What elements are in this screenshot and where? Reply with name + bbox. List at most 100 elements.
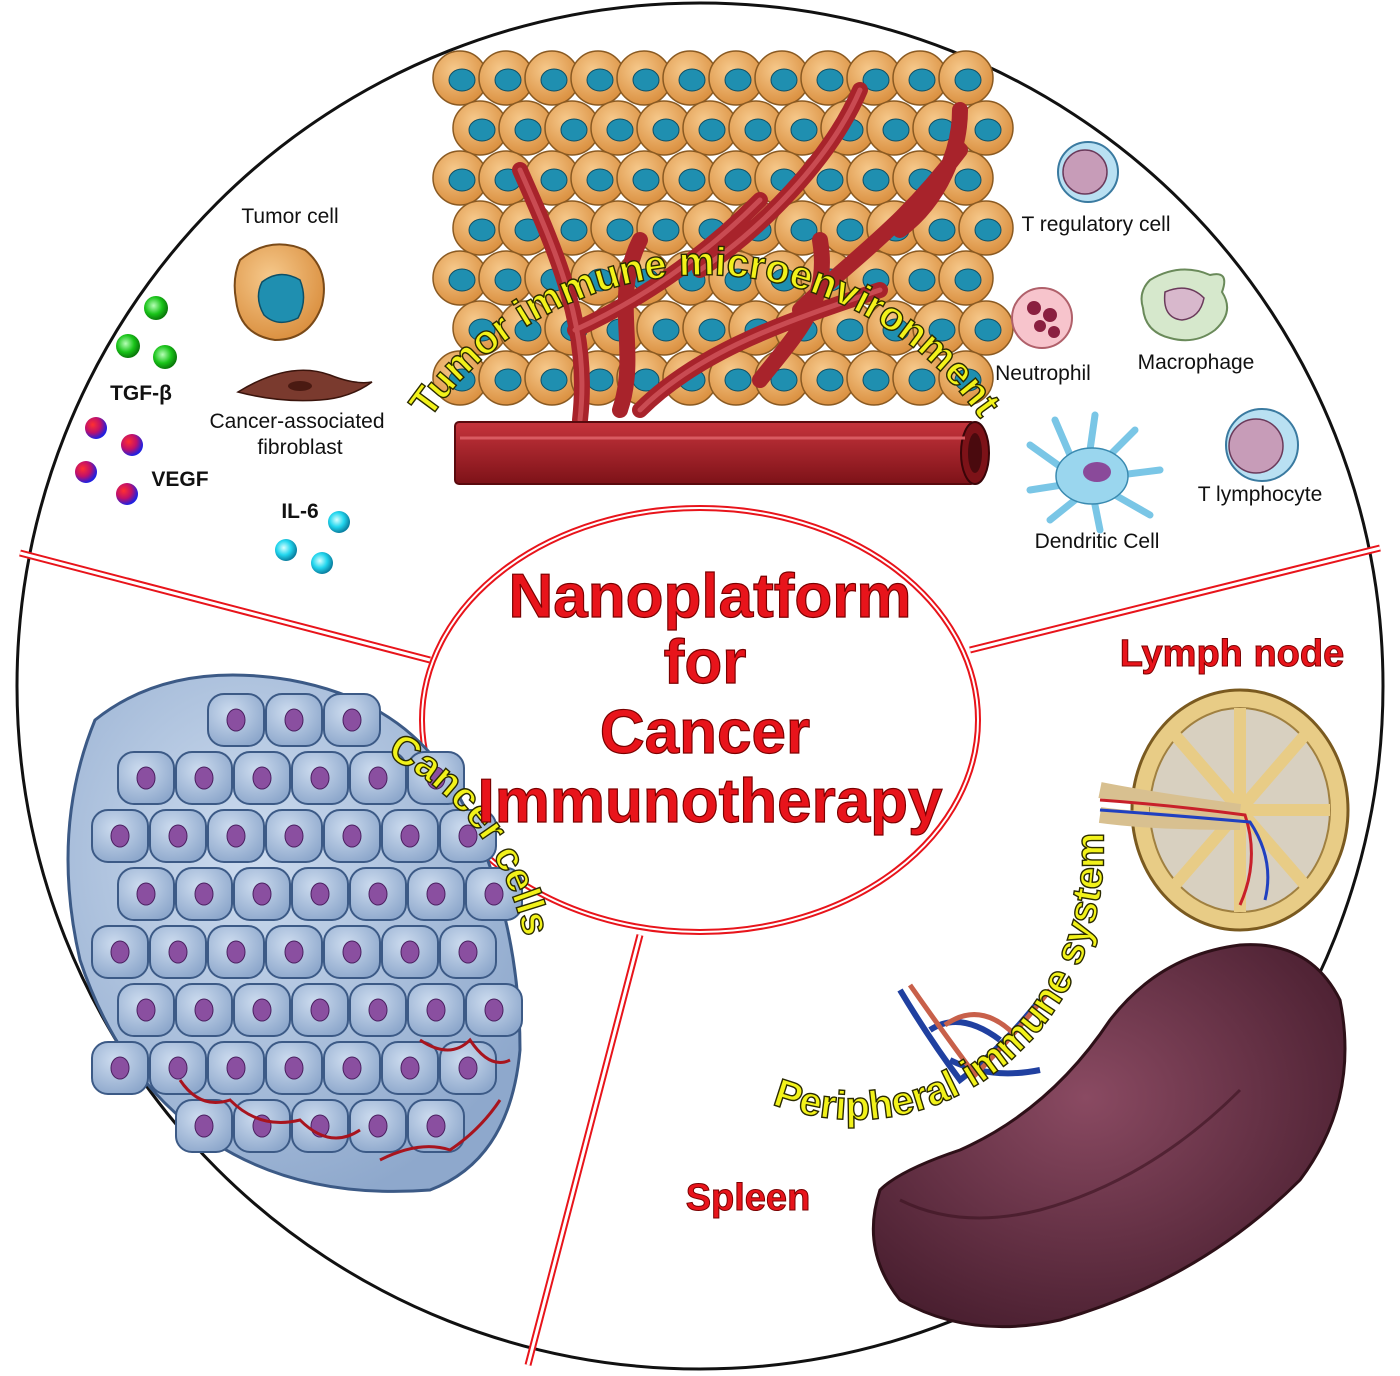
- cancer-cell-nucleus: [110, 824, 130, 848]
- tumor-cell-nucleus: [954, 68, 982, 92]
- tumor-cell-nucleus: [836, 218, 864, 242]
- tumor-cell-nucleus: [908, 368, 936, 392]
- t-lymphocyte-icon: [1225, 408, 1299, 482]
- cancer-cell-nucleus: [400, 940, 420, 964]
- tumor-cell-nucleus: [560, 118, 588, 142]
- cancer-cell-nucleus: [310, 998, 330, 1022]
- cancer-cell-nucleus: [252, 998, 272, 1022]
- cancer-cell-nucleus: [168, 940, 188, 964]
- cancer-cell-nucleus: [458, 824, 478, 848]
- label-caf-line2: fibroblast: [257, 436, 342, 459]
- label-neutrophil: Neutrophil: [995, 362, 1091, 385]
- cancer-cell-nucleus: [400, 1056, 420, 1080]
- cancer-cell-nucleus: [342, 708, 362, 732]
- tumor-cell-nucleus: [928, 218, 956, 242]
- tumor-cell-nucleus: [678, 68, 706, 92]
- tumor-cell-nucleus: [514, 318, 542, 342]
- cancer-cell-nucleus: [368, 766, 388, 790]
- tumor-cell-nucleus: [468, 118, 496, 142]
- tumor-cell-nucleus: [724, 168, 752, 192]
- tumor-cell-nucleus: [448, 168, 476, 192]
- neutrophil-icon: [1011, 287, 1073, 349]
- cancer-cell-nucleus: [342, 1056, 362, 1080]
- tumor-cell-nucleus: [606, 118, 634, 142]
- cancer-cell-nucleus: [194, 998, 214, 1022]
- tumor-cell-nucleus: [862, 68, 890, 92]
- tumor-cell-nucleus: [652, 218, 680, 242]
- cancer-cell-nucleus: [400, 824, 420, 848]
- tumor-cell-nucleus: [560, 218, 588, 242]
- cancer-cell-nucleus: [368, 882, 388, 906]
- cancer-cell-nucleus: [226, 1056, 246, 1080]
- tgf-beta-molecules: [116, 296, 177, 369]
- tumor-cell-nucleus: [862, 368, 890, 392]
- tumor-cell-nucleus: [724, 268, 752, 292]
- cancer-cell-nucleus: [284, 1056, 304, 1080]
- cancer-cells-illustration: [66, 673, 523, 1193]
- tumor-cell-nucleus: [698, 318, 726, 342]
- label-vegf: VEGF: [151, 468, 208, 491]
- tumor-cell-nucleus: [790, 218, 818, 242]
- cancer-cell-nucleus: [310, 766, 330, 790]
- cancer-cell-nucleus: [310, 882, 330, 906]
- cancer-cell-nucleus: [426, 766, 446, 790]
- tumor-cell-nucleus: [468, 218, 496, 242]
- tumor-cell-nucleus: [770, 368, 798, 392]
- tumor-cell-nucleus: [494, 68, 522, 92]
- cancer-cell-nucleus: [284, 940, 304, 964]
- tumor-cell-nucleus: [862, 168, 890, 192]
- tumor-cell-nucleus: [882, 318, 910, 342]
- label-tumor-cell: Tumor cell: [241, 205, 338, 228]
- label-tgf-beta: TGF-β: [110, 382, 172, 405]
- tumor-cell-nucleus: [954, 168, 982, 192]
- label-lymph-node: Lymph node: [1120, 633, 1344, 675]
- cancer-cell-nucleus: [194, 766, 214, 790]
- lymph-node-illustration: [1098, 688, 1350, 932]
- cancer-cell-nucleus: [110, 940, 130, 964]
- tumor-cell-nucleus: [954, 368, 982, 392]
- tumor-cell-nucleus: [494, 368, 522, 392]
- vegf-molecules: [75, 417, 143, 505]
- tumor-cell-nucleus: [974, 218, 1002, 242]
- cancer-cell-nucleus: [426, 882, 446, 906]
- label-caf-line1: Cancer-associated: [209, 410, 384, 433]
- tumor-cell-nucleus: [586, 68, 614, 92]
- tumor-cell-nucleus: [632, 168, 660, 192]
- cancer-cell-nucleus: [426, 1114, 446, 1138]
- cancer-cell-nucleus: [226, 824, 246, 848]
- tumor-cell-nucleus: [816, 68, 844, 92]
- cancer-cell-nucleus: [426, 998, 446, 1022]
- il6-molecules: [275, 511, 350, 574]
- tumor-cell-nucleus: [540, 68, 568, 92]
- cancer-cell-nucleus: [458, 1056, 478, 1080]
- cancer-cell-nucleus: [110, 1056, 130, 1080]
- tumor-cell-nucleus: [724, 368, 752, 392]
- tumor-cell-nucleus: [908, 68, 936, 92]
- label-macrophage: Macrophage: [1138, 351, 1255, 374]
- tumor-cell-nucleus: [790, 118, 818, 142]
- tumor-cluster-illustration: [432, 50, 1014, 485]
- tumor-cell-nucleus: [928, 318, 956, 342]
- label-spleen: Spleen: [686, 1177, 811, 1219]
- tumor-cell-nucleus: [448, 68, 476, 92]
- tumor-cell-nucleus: [586, 368, 614, 392]
- cancer-cell-nucleus: [194, 1114, 214, 1138]
- tumor-cell-nucleus: [448, 268, 476, 292]
- tumor-cell-nucleus: [586, 268, 614, 292]
- center-title-line4: Immunotherapy: [477, 767, 943, 836]
- cancer-cell-nucleus: [484, 998, 504, 1022]
- tumor-cell-nucleus: [698, 118, 726, 142]
- tumor-cell-nucleus: [954, 268, 982, 292]
- cancer-cell-nucleus: [342, 824, 362, 848]
- cancer-cell-nucleus: [252, 766, 272, 790]
- cancer-cell-nucleus: [168, 824, 188, 848]
- cancer-cell-nucleus: [168, 1056, 188, 1080]
- label-dendritic-cell: Dendritic Cell: [1035, 530, 1160, 553]
- cancer-cell-nucleus: [368, 998, 388, 1022]
- tumor-cell-nucleus: [586, 168, 614, 192]
- label-t-regulatory-cell: T regulatory cell: [1021, 213, 1170, 236]
- cancer-cell-nucleus: [226, 940, 246, 964]
- tumor-cell-nucleus: [652, 118, 680, 142]
